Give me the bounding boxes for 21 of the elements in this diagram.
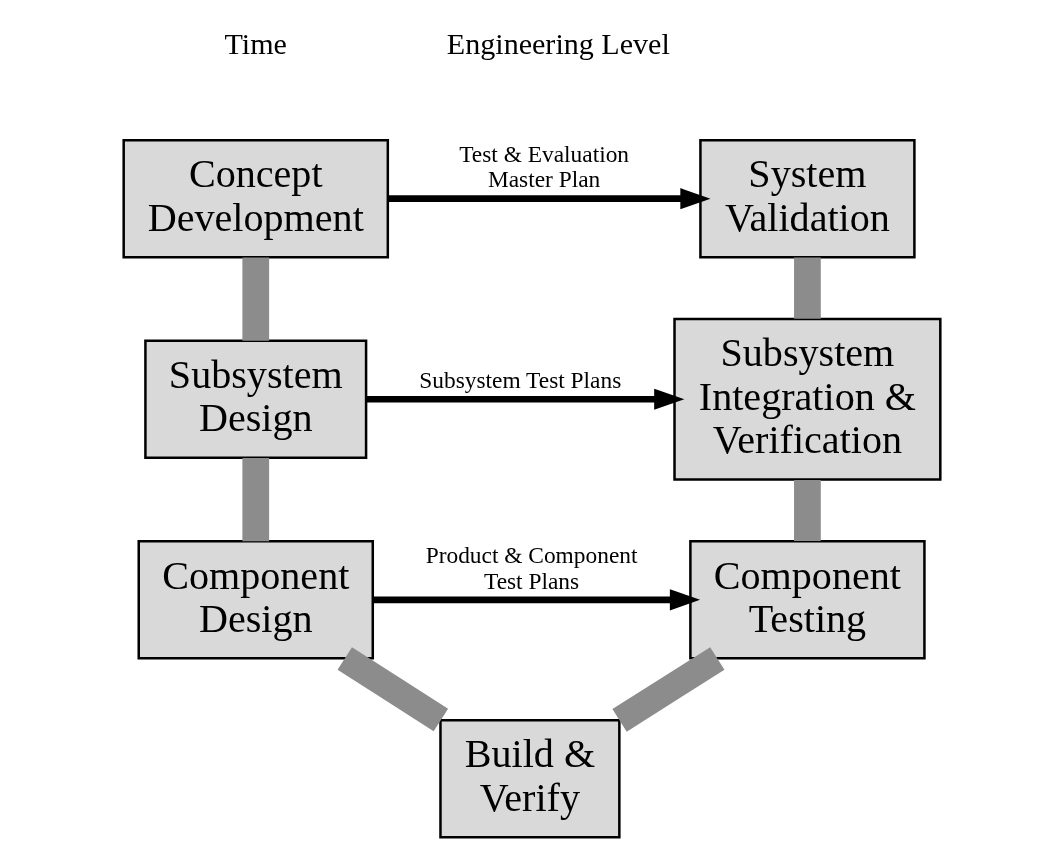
connector: [337, 647, 448, 732]
connector: [241, 257, 269, 341]
edge-label: Test & Evaluation Master Plan: [458, 141, 629, 193]
arrow: [366, 388, 684, 410]
node-box: Build & Verify: [438, 718, 621, 839]
node-box: Subsystem Design: [143, 339, 367, 459]
connector: [793, 480, 821, 541]
label: Time: [224, 26, 287, 61]
edge-label: Product & Component Test Plans: [425, 542, 637, 594]
edge-label: Subsystem Test Plans: [418, 366, 621, 393]
node-box: Component Testing: [688, 540, 926, 660]
label: Engineering Level: [446, 26, 670, 61]
node-box: Concept Development: [121, 138, 389, 259]
node-box: Component Design: [136, 540, 374, 660]
arrow: [387, 188, 710, 210]
node-box: Subsystem Integration & Verification: [672, 317, 942, 481]
connector: [793, 257, 821, 319]
connector: [241, 458, 269, 542]
connector: [611, 647, 724, 732]
arrow: [372, 589, 700, 611]
node-box: System Validation: [698, 138, 916, 259]
